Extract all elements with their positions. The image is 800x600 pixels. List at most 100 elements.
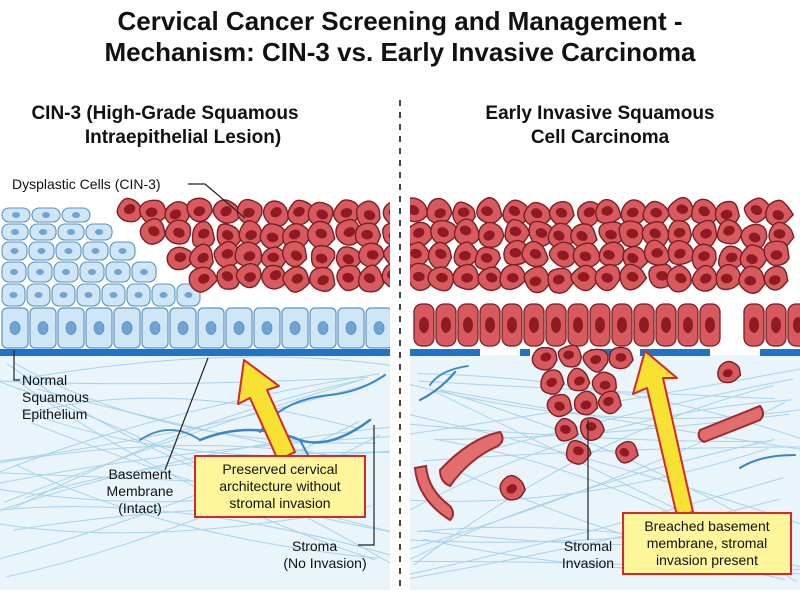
blood-vessel [429, 365, 469, 386]
carcinoma-cell-nucleus [720, 209, 733, 220]
dysplastic-cell-nucleus [366, 250, 379, 260]
dysplastic-cell-nucleus [169, 209, 182, 220]
dysplastic-cell-nucleus [193, 206, 206, 217]
right-callout-box: Breached basement membrane, stromal inva… [622, 512, 792, 575]
stroma-fiber [0, 436, 390, 484]
carcinoma-cell-nucleus [603, 249, 615, 260]
dysplastic-cell-nucleus [267, 252, 280, 263]
carcinoma-cell-nucleus [555, 207, 568, 218]
dysplastic-cell-nucleus [221, 230, 234, 241]
basal-cell-nucleus [345, 321, 357, 335]
carcinoma-cell-nucleus [674, 248, 686, 259]
dysplastic-cell-nucleus [220, 206, 232, 217]
dysplastic-cell-nucleus [270, 207, 282, 218]
squamous-cell-nucleus [12, 212, 20, 218]
carcinoma-cell-nucleus [481, 206, 493, 216]
label-basement-line-2: Membrane [106, 483, 174, 499]
squamous-cell-nucleus [59, 292, 68, 298]
carcinoma-cell-nucleus [461, 273, 474, 283]
carcinoma-cell-nucleus [744, 275, 757, 286]
stroma-fiber [440, 390, 762, 527]
blood-vessel [739, 454, 796, 469]
carcinoma-cell-nucleus [772, 210, 784, 220]
carcinoma-cell-nucleus [530, 208, 543, 219]
squamous-cell-nucleus [184, 292, 193, 298]
label-dysplastic-cells: Dysplastic Cells (CIN-3) [12, 176, 161, 192]
carcinoma-cell-nucleus [485, 272, 498, 283]
dysplastic-cells-left [116, 197, 404, 293]
dysplastic-cell-nucleus [173, 227, 185, 238]
carcinoma-basal-nucleus [419, 317, 429, 333]
left-heading-line-1: CIN-3 (High-Grade Squamous [31, 103, 299, 124]
basal-cell-nucleus [233, 321, 245, 335]
label-basement-line-3: (Intact) [118, 500, 162, 516]
detached-invasive-cell-nucleus [722, 369, 733, 378]
dysplastic-cell-nucleus [340, 207, 353, 218]
label-stromal-line-1: Stromal [563, 538, 613, 554]
stroma-fiber [410, 439, 775, 560]
basement-membrane-segment [640, 349, 710, 356]
carcinoma-basal-nucleus [507, 317, 517, 333]
carcinoma-basal-nucleus [551, 317, 561, 333]
title-line-1: Cervical Cancer Screening and Management… [117, 6, 683, 36]
label-stromal-invasion: Stromal Invasion [548, 538, 628, 572]
carcinoma-cell-nucleus [768, 275, 781, 285]
carcinoma-cell-nucleus [626, 207, 639, 218]
carcinoma-cell-nucleus [698, 251, 710, 261]
basal-cell-nucleus [37, 321, 49, 335]
carcinoma-cell-nucleus [579, 251, 592, 262]
dysplastic-cell-nucleus [266, 232, 279, 243]
dysplastic-cell [381, 263, 390, 288]
carcinoma-cell-nucleus [750, 204, 763, 216]
squamous-cell-nucleus [39, 229, 47, 235]
carcinoma-cell-nucleus [673, 227, 686, 238]
squamous-cell-nucleus [140, 269, 148, 275]
squamous-cell-nucleus [10, 269, 18, 275]
label-basement-line-1: Basement [108, 466, 172, 482]
carcinoma-basal-nucleus [529, 317, 539, 333]
carcinoma-cell-nucleus [557, 250, 569, 261]
dysplastic-cell-nucleus [388, 230, 390, 241]
carcinoma-cell-nucleus [529, 276, 542, 287]
invasive-cell-nucleus [554, 401, 565, 411]
right-heading-line-2: Cell Carcinoma [530, 127, 670, 148]
left-callout-line-1: Preserved cervical [222, 461, 338, 477]
stroma-fiber [419, 380, 776, 400]
dysplastic-cell-nucleus [174, 252, 187, 263]
right-callout-arrow [632, 350, 694, 517]
invasive-cell-nucleus [540, 352, 552, 362]
dysplastic-cell-nucleus [390, 247, 404, 259]
dysplastic-cell-nucleus [197, 252, 209, 263]
carcinoma-basal-nucleus [485, 317, 495, 333]
dysplastic-cell-nucleus [363, 210, 376, 221]
carcinoma-cell-nucleus [535, 228, 548, 238]
page-title: Cervical Cancer Screening and Management… [0, 6, 800, 68]
right-callout-line-2: membrane, stromal [646, 535, 768, 551]
carcinoma-cell-nucleus [698, 206, 710, 217]
label-normal-line-3: Epithelium [22, 406, 88, 422]
carcinoma-cell-nucleus [410, 248, 422, 259]
basal-cell-nucleus [149, 321, 161, 335]
carcinoma-cell-nucleus [700, 273, 712, 284]
carcinoma-cell-nucleus [509, 226, 522, 237]
invasive-cell-nucleus [560, 424, 571, 434]
detached-invasive-cell-nucleus [506, 484, 517, 494]
basal-cell-nucleus [373, 321, 385, 335]
basal-cell-nucleus [289, 321, 301, 335]
squamous-cell-nucleus [62, 269, 70, 275]
stroma-fiber [9, 378, 365, 511]
stroma-fiber [27, 397, 359, 430]
dysplastic-cell [382, 202, 390, 225]
blood-vessel [418, 370, 457, 402]
stroma-fiber [20, 409, 390, 457]
dysplastic-cell-nucleus [269, 270, 282, 281]
dysplastic-cell [382, 222, 390, 246]
carcinoma-cell-nucleus [506, 273, 519, 283]
basement-membrane-segment [410, 349, 480, 356]
carcinoma-cell-nucleus [723, 225, 735, 236]
label-stroma-line-1: Stroma [292, 538, 338, 554]
squamous-cell-nucleus [67, 229, 75, 235]
basement-membrane-segment [760, 349, 800, 356]
basement-membrane-segment [520, 349, 530, 356]
carcinoma-cell-nucleus [577, 272, 590, 282]
